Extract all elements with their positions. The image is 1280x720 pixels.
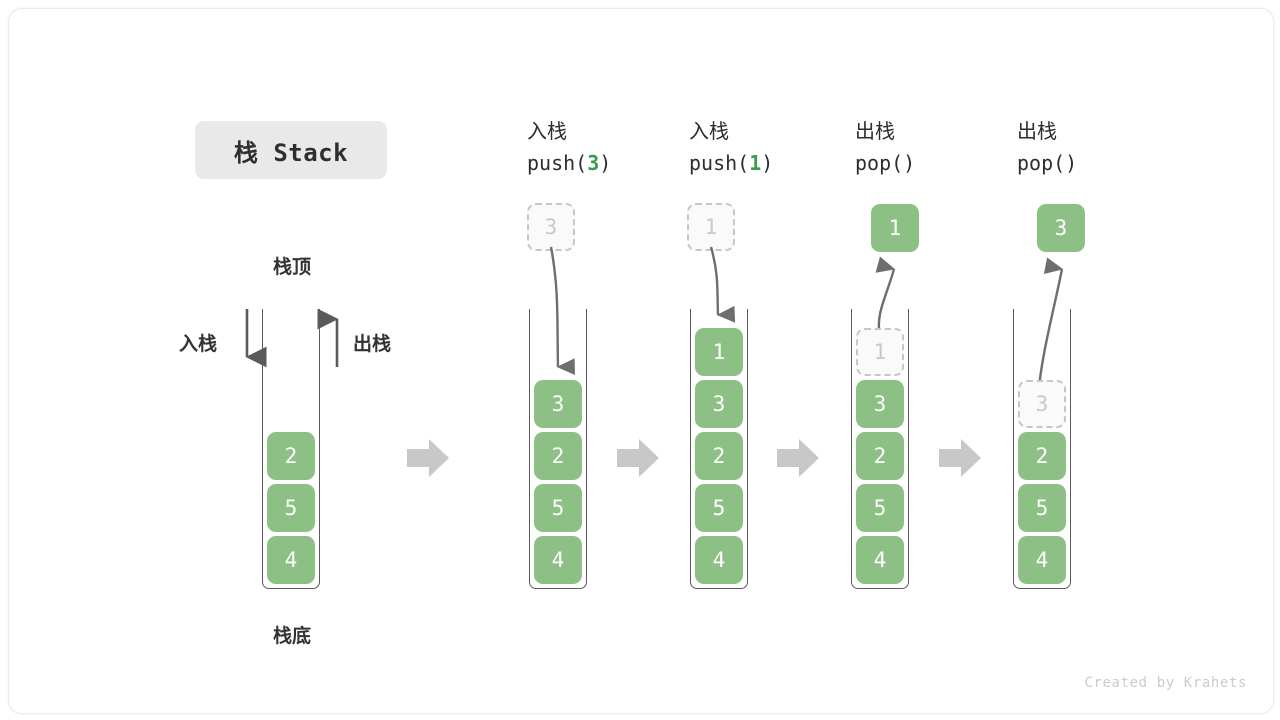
step-header-push-1: 入栈 push(1) [689, 117, 773, 179]
step-header-zh: 出栈 [1017, 121, 1057, 143]
flow-arrow [777, 439, 819, 477]
stack-cell: 2 [695, 432, 743, 480]
stack-cell: 5 [695, 484, 743, 532]
stack-cell: 2 [267, 432, 315, 480]
step-header-zh: 出栈 [855, 121, 895, 143]
stack-cell: 4 [856, 536, 904, 584]
diagram-canvas: 栈 Stack 栈顶 入栈 出栈 2 5 4 栈底 入栈 push(3) 3 [8, 8, 1274, 714]
stack-container-initial [262, 309, 320, 589]
stack-bottom-label: 栈底 [272, 626, 311, 647]
stack-container-pop-3 [1013, 309, 1071, 589]
flow-arrow [617, 439, 659, 477]
step-header-pop-1: 出栈 pop() [855, 117, 915, 179]
stack-cell: 4 [695, 536, 743, 584]
stack-container-push-1 [690, 309, 748, 589]
pop-direction-arrow [317, 308, 339, 367]
flow-arrow [939, 439, 981, 477]
step-header-pop-3: 出栈 pop() [1017, 117, 1077, 179]
push-side-label: 入栈 [179, 334, 218, 355]
stack-cell: 5 [856, 484, 904, 532]
pop-side-label: 出栈 [353, 334, 392, 355]
stack-cell: 5 [534, 484, 582, 532]
popped-value-box: 3 [1037, 204, 1085, 252]
stack-cell: 1 [695, 328, 743, 376]
stack-cell: 2 [534, 432, 582, 480]
step-header-zh: 入栈 [527, 121, 567, 143]
incoming-value-box: 3 [527, 203, 575, 251]
stack-container-push-3 [529, 309, 587, 589]
stack-cell: 5 [1018, 484, 1066, 532]
title-chip: 栈 Stack [195, 121, 387, 179]
push-direction-arrow [245, 309, 267, 368]
stack-cell: 2 [856, 432, 904, 480]
stack-cell-ghost: 3 [1018, 380, 1066, 428]
step-header-op: push(3) [527, 151, 612, 175]
stack-cell: 3 [534, 380, 582, 428]
flow-arrow [407, 439, 449, 477]
stack-cell: 2 [1018, 432, 1066, 480]
step-header-op: push(1) [689, 151, 774, 175]
stack-top-label: 栈顶 [272, 257, 311, 278]
step-header-op: pop() [855, 151, 916, 175]
stack-cell: 3 [695, 380, 743, 428]
stack-cell: 3 [856, 380, 904, 428]
stack-cell: 4 [1018, 536, 1066, 584]
step-header-zh: 入栈 [689, 121, 729, 143]
step-header-push-3: 入栈 push(3) [527, 117, 611, 179]
popped-value-box: 1 [871, 204, 919, 252]
stack-container-pop-1 [851, 309, 909, 589]
credit-text: Created by Krahets [1084, 675, 1247, 691]
stack-cell: 4 [534, 536, 582, 584]
incoming-value-box: 1 [687, 203, 735, 251]
stack-cell-ghost: 1 [856, 328, 904, 376]
stack-cell: 5 [267, 484, 315, 532]
step-header-op: pop() [1017, 151, 1078, 175]
stack-cell: 4 [267, 536, 315, 584]
